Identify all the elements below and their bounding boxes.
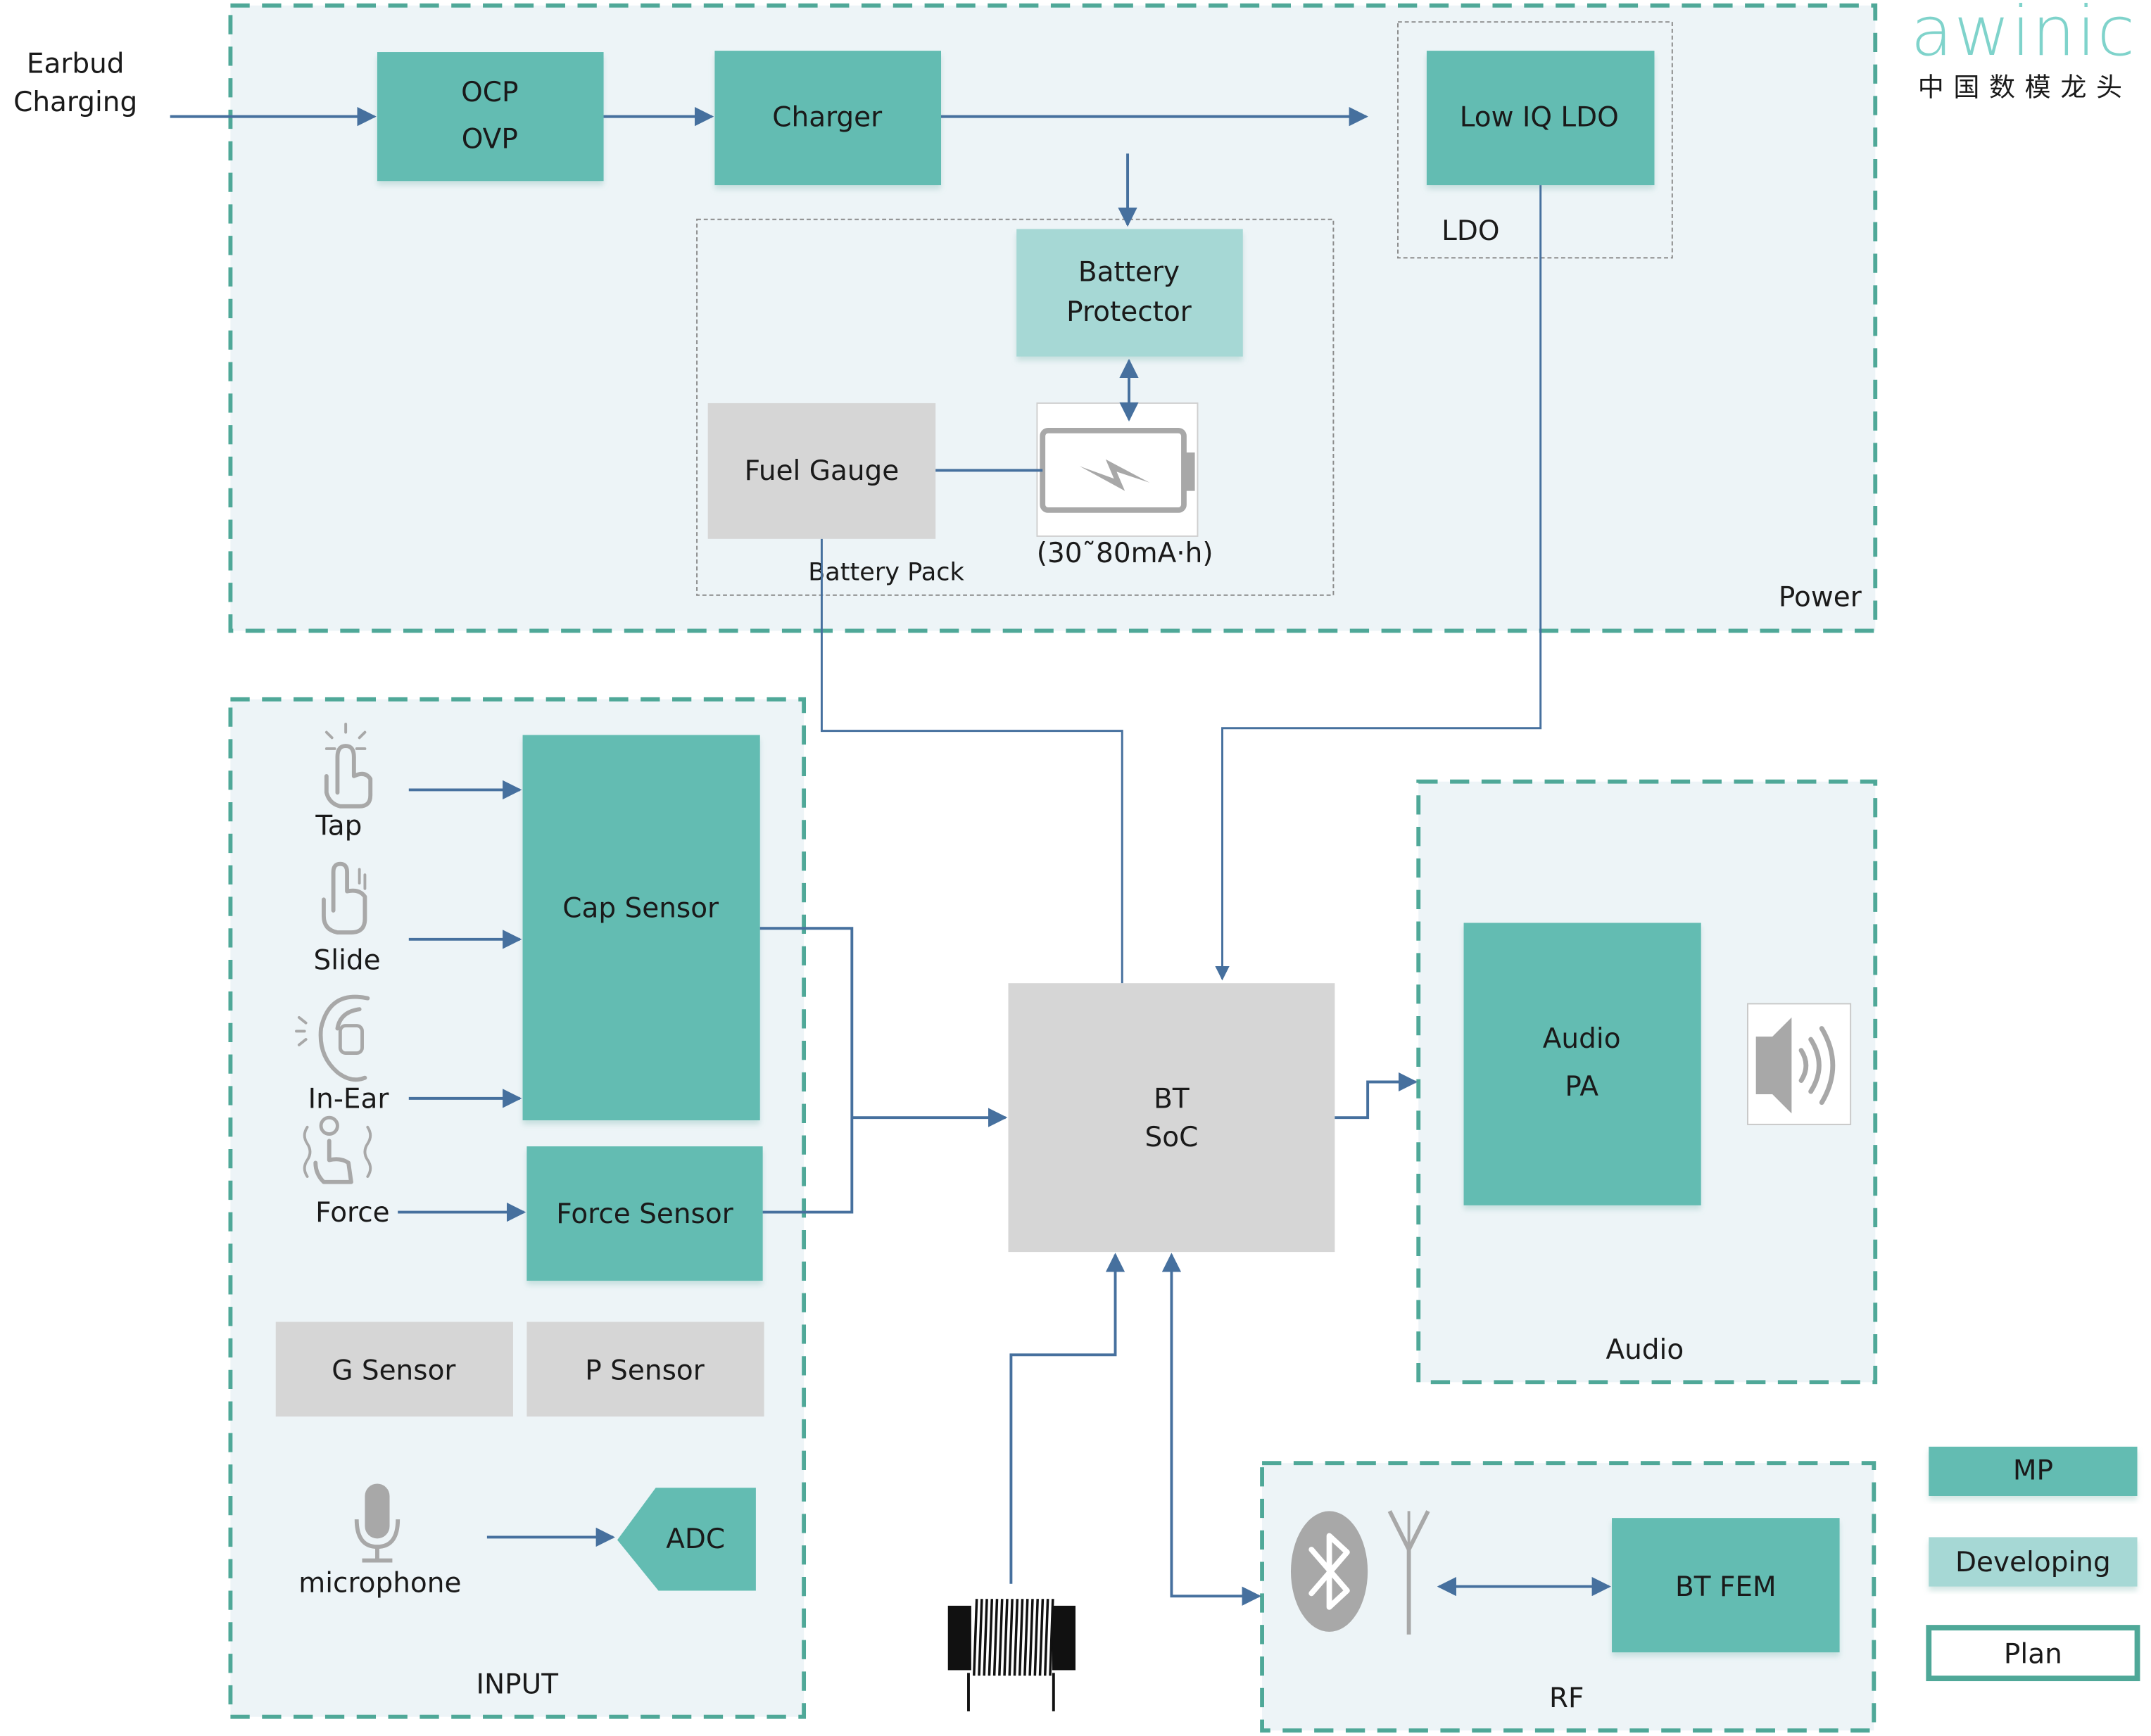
coil-winding <box>1043 1599 1049 1676</box>
cap-sensor-block[interactable]: Cap Sensor <box>522 735 760 1121</box>
bt-soc-label-line1: BT <box>1154 1084 1190 1115</box>
wire-coil-to-soc <box>1009 1253 1125 1584</box>
bt-fem-label: BT FEM <box>1675 1571 1777 1603</box>
coil-winding <box>1023 1599 1029 1676</box>
audio-group-title: Audio <box>1606 1334 1684 1366</box>
force-sensor-block[interactable]: Force Sensor <box>526 1146 763 1281</box>
connections <box>170 106 1611 1606</box>
legend-plan-label: Plan <box>2004 1639 2062 1671</box>
force-sensor-label: Force Sensor <box>556 1198 733 1230</box>
in-ear-label: In-Ear <box>308 1084 390 1115</box>
bt-soc-label-line2: SoC <box>1145 1122 1199 1153</box>
audio-pa-label-line2: PA <box>1565 1071 1598 1103</box>
audio-pa-label-line1: Audio <box>1543 1023 1621 1055</box>
legend-mp-label: MP <box>2013 1455 2053 1487</box>
brand-tagline: 中国数模龙头 <box>1918 72 2132 102</box>
earbud-charging-label-line1: Earbud <box>27 48 125 80</box>
coil-winding <box>1028 1599 1034 1676</box>
coil-winding <box>978 1599 983 1676</box>
coil-winding <box>992 1599 999 1676</box>
wire-soc-to-audio <box>1335 1072 1418 1120</box>
battery-capacity-label: (30˜80mA·h) <box>1037 538 1213 569</box>
fuel-gauge-label: Fuel Gauge <box>745 455 900 487</box>
p-sensor-label: P Sensor <box>585 1355 705 1386</box>
slide-label: Slide <box>314 945 381 977</box>
coil-winding <box>973 1599 978 1676</box>
p-sensor-block[interactable]: P Sensor <box>526 1322 764 1417</box>
coil-winding <box>983 1599 988 1676</box>
g-sensor-block[interactable]: G Sensor <box>275 1322 513 1417</box>
ocp-label: OCP <box>461 77 518 108</box>
force-label: Force <box>315 1197 389 1229</box>
cap-sensor-label: Cap Sensor <box>562 893 719 925</box>
bt-fem-block[interactable]: BT FEM <box>1612 1518 1840 1653</box>
ldo-subgroup-label: LDO <box>1442 215 1499 247</box>
coil-winding <box>998 1599 1004 1676</box>
legend-developing-label: Developing <box>1955 1547 2111 1578</box>
low-iq-ldo-label: Low IQ LDO <box>1460 101 1619 133</box>
adc-block[interactable]: ADC <box>617 1488 756 1591</box>
slide-gesture-icon <box>322 861 367 935</box>
coil-winding <box>1038 1599 1045 1676</box>
wire-fuelgauge-to-soc <box>820 538 1123 984</box>
speaker-icon <box>1747 1003 1852 1125</box>
adc-label: ADC <box>666 1523 725 1555</box>
microphone-label: microphone <box>298 1567 461 1599</box>
brand-logo: awinic <box>1910 0 2136 71</box>
inductor-coil-icon <box>947 1599 1076 1711</box>
bluetooth-icon <box>1290 1511 1368 1632</box>
wire-soc-rf <box>1161 1253 1261 1606</box>
input-group-title: INPUT <box>477 1669 559 1701</box>
battery-pack-subgroup <box>696 218 1335 596</box>
g-sensor-label: G Sensor <box>332 1355 456 1386</box>
battery-protector-label-line2: Protector <box>1066 296 1192 328</box>
power-group-title: Power <box>1779 581 1862 613</box>
legend-item-mp: MP <box>1929 1446 2138 1496</box>
wire-sensor-bus <box>759 927 854 1214</box>
battery-pack-label: Battery Pack <box>808 557 964 586</box>
coil-winding <box>1008 1599 1014 1676</box>
coil-winding <box>1003 1599 1009 1676</box>
charger-block[interactable]: Charger <box>714 51 941 186</box>
audio-pa-block[interactable]: Audio PA <box>1463 923 1701 1205</box>
microphone-icon <box>354 1483 400 1563</box>
wire-ldo-to-soc <box>1215 185 1542 981</box>
coil-winding <box>988 1599 994 1676</box>
coil-winding <box>1018 1599 1024 1676</box>
ldo-subgroup <box>1397 21 1673 259</box>
in-ear-icon <box>295 994 370 1082</box>
low-iq-ldo-block[interactable]: Low IQ LDO <box>1426 51 1655 186</box>
legend-item-developing: Developing <box>1929 1537 2138 1587</box>
ocp-ovp-block[interactable]: OCP OVP <box>377 52 604 182</box>
legend-item-plan: Plan <box>1926 1625 2140 1682</box>
battery-protector-block[interactable]: Battery Protector <box>1016 229 1243 357</box>
earbud-charging-label-line2: Charging <box>13 87 137 118</box>
tap-gesture-icon <box>324 722 373 809</box>
battery-protector-label-line1: Battery <box>1078 256 1180 288</box>
force-gesture-icon <box>303 1115 372 1184</box>
coil-winding <box>1033 1599 1039 1676</box>
fuel-gauge-block[interactable]: Fuel Gauge <box>707 403 936 539</box>
coil-winding <box>1049 1599 1054 1676</box>
battery-icon <box>1036 402 1199 537</box>
ovp-label: OVP <box>462 123 518 155</box>
coil-winding <box>1013 1599 1019 1676</box>
tap-label: Tap <box>315 811 362 842</box>
antenna-icon <box>1387 1510 1430 1635</box>
rf-group-title: RF <box>1549 1683 1584 1714</box>
legend: MP Developing Plan <box>1926 1446 2140 1682</box>
charger-label: Charger <box>772 101 883 133</box>
bt-soc-block[interactable]: BT SoC <box>1008 983 1335 1253</box>
